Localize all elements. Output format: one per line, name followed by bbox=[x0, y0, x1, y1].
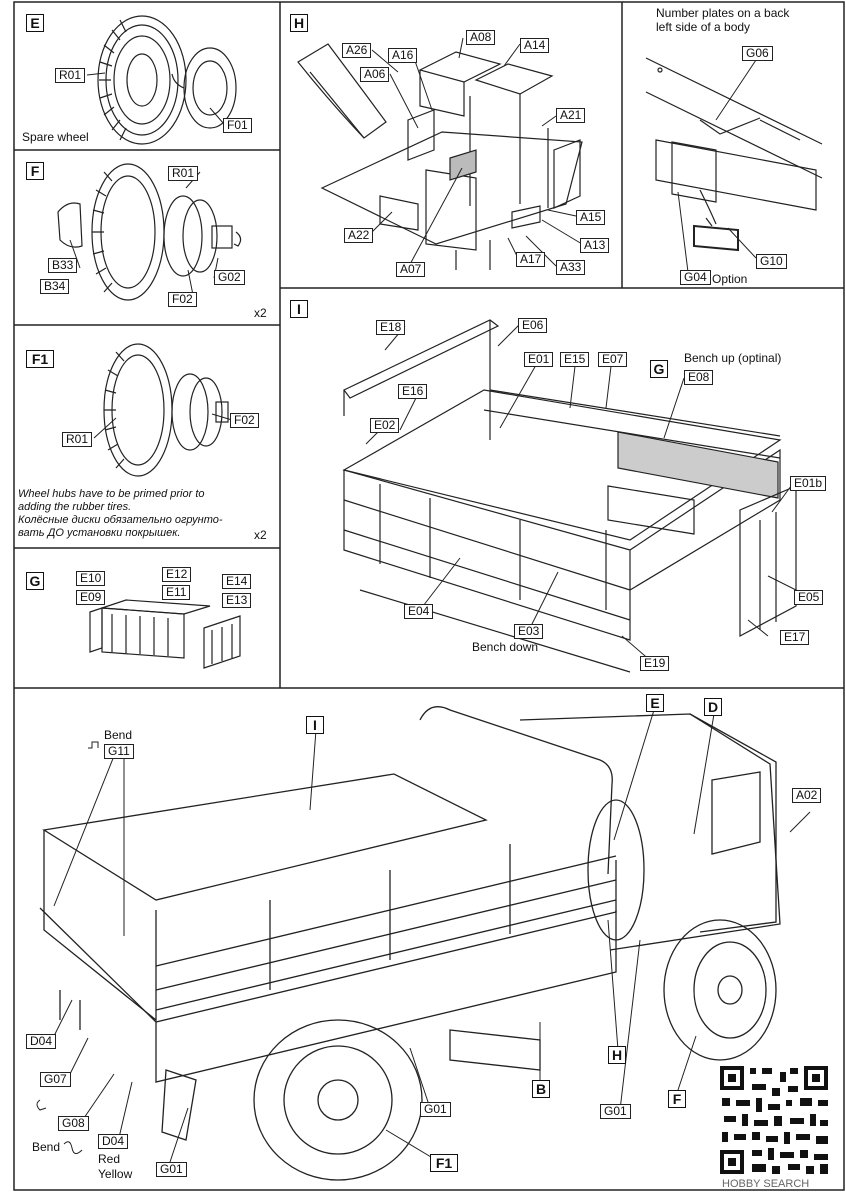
part-e19: E19 bbox=[640, 656, 670, 671]
part-a14: A14 bbox=[520, 38, 550, 53]
part-e16: E16 bbox=[398, 384, 428, 399]
part-e13: E13 bbox=[222, 593, 252, 608]
part-r01: R01 bbox=[168, 166, 199, 181]
part-r01: R01 bbox=[55, 68, 86, 83]
part-g01: G01 bbox=[600, 1104, 631, 1119]
part-e07: E07 bbox=[598, 352, 628, 367]
section-f-ref: F bbox=[668, 1090, 686, 1108]
part-a06: A06 bbox=[360, 67, 390, 82]
part-f01: F01 bbox=[223, 118, 252, 133]
part-g04: G04 bbox=[680, 270, 711, 285]
part-a15: A15 bbox=[576, 210, 606, 225]
note-en-line2: adding the rubber tires. bbox=[18, 501, 132, 513]
part-g07: G07 bbox=[40, 1072, 71, 1087]
part-e08: E08 bbox=[684, 370, 714, 385]
part-a07: A07 bbox=[396, 262, 426, 277]
section-f1-label: F1 bbox=[26, 350, 54, 368]
multiplier-f: x2 bbox=[254, 306, 267, 320]
part-a22: A22 bbox=[344, 228, 374, 243]
part-e02: E02 bbox=[370, 418, 400, 433]
section-f-label: F bbox=[26, 162, 44, 180]
red-label: Red bbox=[98, 1152, 121, 1166]
qr-code bbox=[716, 1064, 832, 1176]
section-f1-ref: F1 bbox=[430, 1154, 458, 1172]
part-g11: G11 bbox=[104, 744, 134, 759]
plates-title-line1: Number plates on a back bbox=[656, 6, 790, 20]
part-f02: F02 bbox=[230, 413, 259, 428]
cargo-body-drawing bbox=[342, 319, 797, 673]
note-ru-line1: Колёсные диски обязательно огрунто- bbox=[18, 514, 223, 526]
part-e17: E17 bbox=[780, 630, 810, 645]
bend-top-label: Bend bbox=[104, 728, 133, 742]
part-a08: A08 bbox=[466, 30, 496, 45]
part-g01: G01 bbox=[420, 1102, 451, 1117]
part-e11: E11 bbox=[162, 585, 191, 600]
part-g06: G06 bbox=[742, 46, 773, 61]
watermark: HOBBY SEARCH bbox=[722, 1178, 810, 1190]
part-b34: B34 bbox=[40, 279, 70, 294]
part-e05: E05 bbox=[794, 590, 824, 605]
part-e12: E12 bbox=[162, 567, 192, 582]
section-e-label: E bbox=[26, 14, 44, 32]
bench-box-drawing bbox=[89, 599, 241, 669]
outer-frame bbox=[13, 1, 845, 1191]
part-e01: E01 bbox=[524, 352, 554, 367]
number-plate-drawing bbox=[645, 57, 823, 252]
section-g-ref: G bbox=[650, 360, 668, 378]
part-a26: A26 bbox=[342, 43, 372, 58]
part-e14: E14 bbox=[222, 574, 252, 589]
part-a33: A33 bbox=[556, 260, 586, 275]
part-d04: D04 bbox=[26, 1034, 57, 1049]
part-g01: G01 bbox=[156, 1162, 187, 1177]
section-e-ref: E bbox=[646, 694, 664, 712]
wheel-assembly-drawing bbox=[57, 163, 242, 301]
part-a21: A21 bbox=[556, 108, 586, 123]
part-f02: F02 bbox=[168, 292, 197, 307]
plates-title-line2: left side of a body bbox=[656, 20, 751, 34]
part-e15: E15 bbox=[560, 352, 590, 367]
cab-interior-drawing bbox=[297, 43, 583, 270]
part-d04: D04 bbox=[98, 1134, 129, 1149]
part-g10: G10 bbox=[756, 254, 787, 269]
multiplier-f1: x2 bbox=[254, 528, 267, 542]
bend-bottom-label: Bend bbox=[32, 1140, 61, 1154]
note-en-line1: Wheel hubs have to be primed prior to bbox=[18, 488, 205, 500]
section-h-label: H bbox=[290, 14, 308, 32]
part-e03: E03 bbox=[514, 624, 544, 639]
note-ru-line2: вать ДО установки покрышек. bbox=[18, 527, 181, 539]
part-g02: G02 bbox=[214, 270, 245, 285]
section-i-ref: I bbox=[306, 716, 324, 734]
part-e10: E10 bbox=[76, 571, 106, 586]
part-b33: B33 bbox=[48, 258, 78, 273]
option-label: Option bbox=[712, 272, 748, 286]
wheel-hub-drawing bbox=[103, 343, 229, 477]
section-g-label: G bbox=[26, 572, 44, 590]
section-h-ref: H bbox=[608, 1046, 626, 1064]
section-b-ref: B bbox=[532, 1080, 550, 1098]
part-a02: A02 bbox=[792, 788, 822, 803]
part-e18: E18 bbox=[376, 320, 406, 335]
part-a17: A17 bbox=[516, 252, 546, 267]
part-r01: R01 bbox=[62, 432, 93, 447]
part-e04: E04 bbox=[404, 604, 434, 619]
truck-assembly-drawing bbox=[39, 706, 781, 1181]
spare-wheel-caption: Spare wheel bbox=[22, 130, 89, 144]
section-d-ref: D bbox=[704, 698, 722, 716]
bench-down-label: Bench down bbox=[472, 640, 539, 654]
section-i-label: I bbox=[290, 300, 308, 318]
part-e01: E01b bbox=[790, 476, 827, 491]
spare-wheel-drawing bbox=[97, 15, 237, 145]
yellow-label: Yellow bbox=[98, 1167, 133, 1181]
part-e06: E06 bbox=[518, 318, 548, 333]
bench-up-label: Bench up (optinal) bbox=[684, 351, 782, 365]
part-e09: E09 bbox=[76, 590, 106, 605]
part-g08: G08 bbox=[58, 1116, 89, 1131]
part-a16: A16 bbox=[388, 48, 418, 63]
part-a13: A13 bbox=[580, 238, 610, 253]
